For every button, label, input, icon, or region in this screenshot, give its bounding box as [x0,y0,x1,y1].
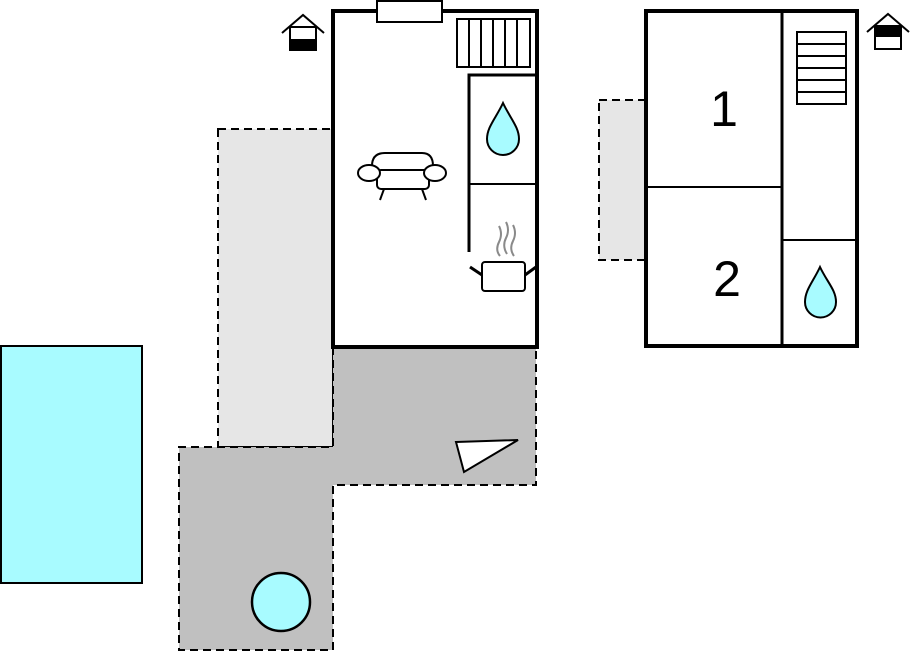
room-2-label: 2 [713,251,741,307]
cooking-pot-icon [469,221,537,292]
house-ground-floor-icon [281,13,325,51]
terrace-light [217,128,334,448]
staircase-icon [796,31,847,105]
ground-floor [331,0,539,349]
staircase-icon [456,18,531,68]
bathroom-wall [467,73,537,252]
terrace-dark [178,345,537,651]
room-1-label: 1 [710,81,738,137]
deck-chair-icon [454,439,519,474]
upper-floor: 1 2 [644,9,859,348]
hot-tub-icon [250,571,312,633]
upper-floor-balcony [598,99,647,261]
swimming-pool [0,345,143,584]
house-upper-floor-icon [866,12,910,50]
entrance-door [376,0,443,23]
bathroom-water-drop-icon [485,100,521,156]
sofa-icon [357,152,447,201]
bathroom-water-drop-icon [803,264,838,319]
